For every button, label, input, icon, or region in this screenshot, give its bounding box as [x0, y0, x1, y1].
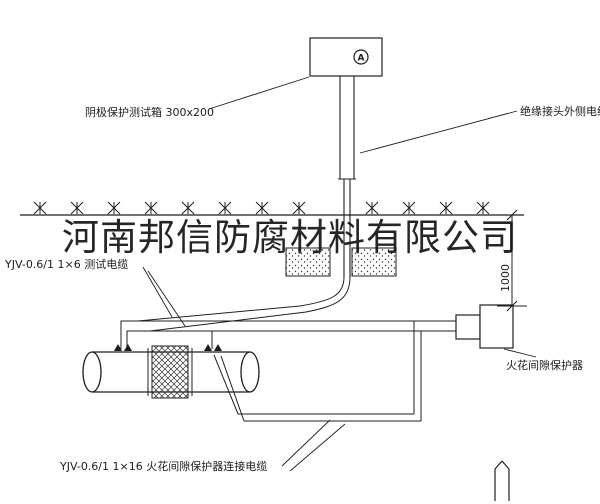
pipe-end-right: [240, 351, 260, 393]
ammeter-symbol: [353, 49, 369, 65]
test-box: [309, 37, 383, 77]
grade-line: [20, 201, 524, 216]
leader-bottom-cable: [281, 419, 346, 472]
label-outer-cable: 绝缘接头外侧电缆: [520, 104, 600, 118]
cable-run-upper: [120, 320, 456, 349]
dimension-value: 1000: [499, 264, 512, 292]
label-test-box: 阴极保护测试箱 300x200: [85, 105, 214, 119]
right-vertical-drops: [413, 321, 422, 421]
dimension-ticks: [506, 209, 518, 312]
concrete-blocks: [285, 247, 397, 277]
test-cables: [120, 276, 456, 422]
leader-outer-cable: [359, 110, 518, 154]
leader-lines: [142, 76, 537, 472]
riser-cables: [343, 179, 351, 277]
concrete-block-left: [285, 247, 331, 277]
spark-gap-protector: [455, 304, 514, 349]
pipeline: [82, 345, 260, 399]
terminal-weld-icon: [114, 344, 122, 351]
cable-run-lower: [126, 330, 456, 349]
pipe-end-left: [82, 351, 102, 393]
concrete-block-right: [351, 247, 397, 277]
spark-gap-connector: [455, 314, 481, 340]
dimension-1000: [497, 209, 527, 312]
leader-test-cable: [142, 266, 186, 327]
label-spark-gap: 火花间隙保护器: [506, 358, 583, 372]
label-spark-gap-cable: YJV-0.6/1 1×16 火花间隙保护器连接电缆: [59, 459, 267, 473]
terminal-weld-icon: [124, 344, 132, 351]
test-cable-2: [149, 276, 351, 332]
test-cable-1: [137, 276, 345, 322]
label-test-cable: YJV-0.6/1 1×6 测试电缆: [4, 258, 128, 271]
pipe-riser-symbol: [494, 460, 510, 501]
terminal-weld-icon: [214, 344, 222, 351]
bottom-cable-run: [238, 413, 421, 422]
spark-gap-body: [479, 304, 514, 349]
terminal-weld-icon: [204, 344, 212, 351]
cable-terminals: [114, 344, 222, 351]
pipe-to-bottom-run: [213, 354, 245, 422]
riser-conduit: [338, 76, 356, 277]
ammeter-letter: A: [358, 54, 365, 64]
casing-pipe: [339, 76, 355, 179]
joint-flange-lines: [147, 348, 193, 396]
test-box-outline: [309, 37, 383, 77]
leader-spark-gap: [503, 348, 537, 358]
insulating-joint: [151, 345, 189, 399]
leader-test-box: [208, 76, 310, 110]
